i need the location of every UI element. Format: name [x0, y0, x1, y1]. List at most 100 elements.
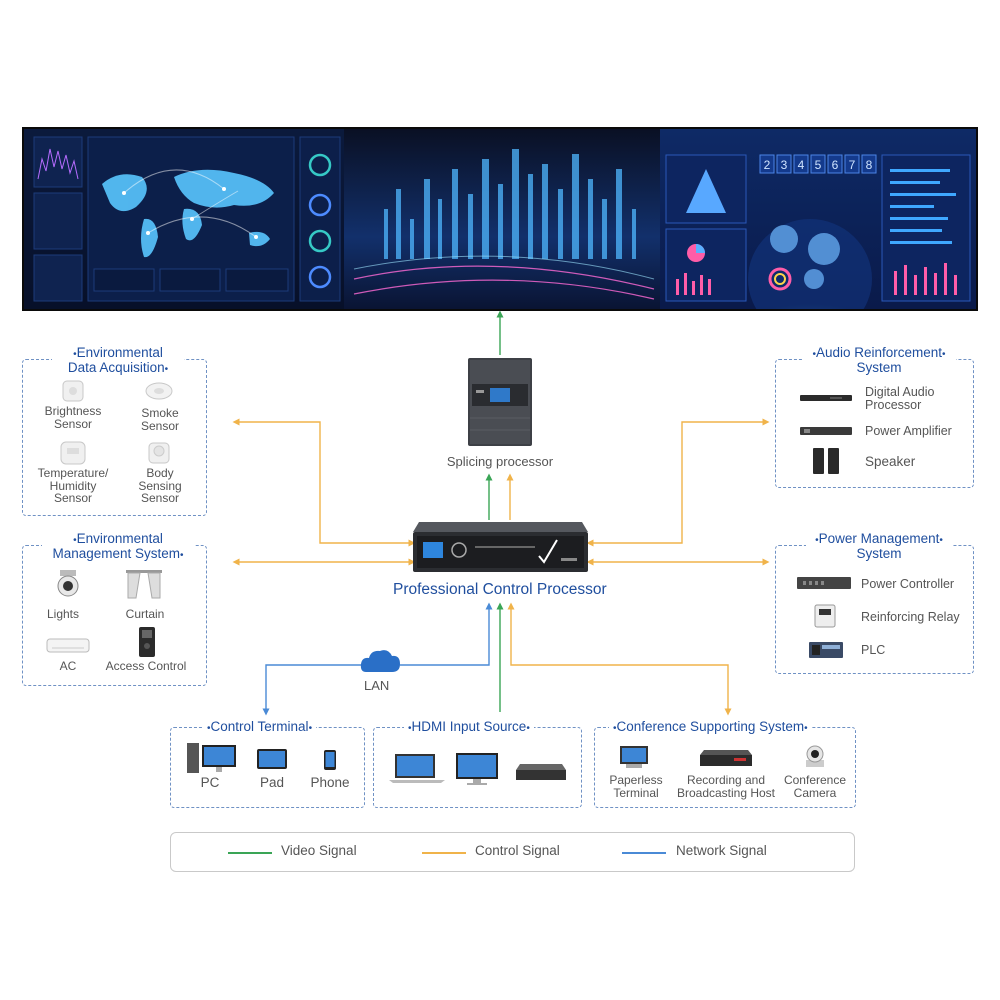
- power-title: •Power Management• System: [806, 532, 952, 560]
- ac-label: AC: [59, 659, 77, 673]
- title-dot-icon: •: [73, 535, 77, 546]
- power-controller-icon: [797, 576, 851, 590]
- lights-label: Lights: [46, 607, 80, 621]
- access-control-icon: [137, 626, 157, 658]
- pc-label: PC: [200, 775, 220, 790]
- speaker-label: Speaker: [865, 454, 916, 469]
- title-dot-icon: •: [526, 723, 530, 734]
- legend-network-line: [622, 852, 666, 854]
- conference-title: •Conference Supporting System•: [609, 720, 812, 735]
- laptop-icon: [389, 752, 445, 784]
- control-processor-icon: [413, 522, 588, 572]
- power-amplifier-label: Power Amplifier: [865, 424, 952, 438]
- env-data-title: •Environmental Data Acquisition•: [52, 346, 184, 376]
- light-sensor-icon: [60, 378, 86, 404]
- audio-title: •Audio Reinforcement• System: [802, 346, 956, 374]
- control-link-env-data: [232, 418, 416, 547]
- counter-digit: 4: [798, 158, 805, 172]
- speaker-icon: [812, 447, 840, 475]
- network-link-center: [400, 602, 493, 666]
- title-dot-icon: •: [812, 349, 816, 360]
- audio-title-line1: Audio Reinforcement: [815, 345, 943, 360]
- lan-label: LAN: [364, 678, 390, 693]
- title-dot-icon: •: [308, 723, 313, 734]
- legend-network-label: Network Signal: [676, 843, 767, 858]
- plc-icon: [808, 640, 844, 660]
- counter-digit: 8: [866, 158, 873, 172]
- env-mgmt-title-line1: Environmental: [76, 531, 163, 546]
- relay-icon: [814, 604, 836, 628]
- control-link-conference: [507, 602, 732, 716]
- video-wall-display: 2 3 4 5 6 7 8: [22, 127, 978, 311]
- legend-control-line: [422, 852, 466, 854]
- curtain-label: Curtain: [125, 607, 165, 621]
- recording-host-icon: [700, 748, 752, 768]
- title-dot-icon: •: [804, 723, 808, 734]
- title-dot-icon: •: [180, 550, 184, 561]
- title-dot-icon: •: [207, 723, 211, 734]
- counter-digit: 6: [832, 158, 839, 172]
- env-mgmt-title-line2: Management System: [52, 546, 181, 561]
- monitor-icon: [455, 752, 499, 786]
- legend-control-label: Control Signal: [475, 843, 560, 858]
- legend-video-line: [228, 852, 272, 854]
- relay-label: Reinforcing Relay: [861, 610, 960, 624]
- legend-video-label: Video Signal: [281, 843, 357, 858]
- power-amplifier-icon: [800, 424, 852, 436]
- title-dot-icon: •: [942, 349, 946, 360]
- legend: [170, 832, 855, 872]
- hdmi-title: •HDMI Input Source•: [404, 720, 534, 735]
- pc-icon: [186, 741, 238, 775]
- env-mgmt-title: •Environmental Management System•: [42, 532, 194, 562]
- counter-digit: 3: [781, 158, 788, 172]
- paperless-terminal-icon: [618, 744, 650, 770]
- lan-cloud-icon: [360, 650, 400, 672]
- splicing-processor-icon: [468, 358, 532, 446]
- control-terminal-title: •Control Terminal•: [203, 719, 317, 735]
- env-data-title-line1: Environmental: [76, 345, 163, 360]
- title-dot-icon: •: [408, 723, 412, 734]
- title-dot-icon: •: [939, 535, 943, 546]
- conference-title-text: Conference Supporting System: [616, 719, 805, 734]
- power-title-line2: System: [856, 546, 902, 561]
- humidity-sensor-icon: [58, 440, 88, 466]
- control-terminal-title-text: Control Terminal: [210, 719, 309, 734]
- access-control-label: Access Control: [105, 659, 187, 673]
- network-link-terminal: [262, 664, 362, 716]
- pad-label: Pad: [259, 775, 285, 790]
- phone-icon: [323, 749, 337, 771]
- tablet-icon: [256, 748, 288, 770]
- audio-processor-icon: [800, 391, 852, 403]
- spotlight-icon: [54, 568, 82, 600]
- control-link-audio: [586, 418, 770, 547]
- title-dot-icon: •: [815, 535, 819, 546]
- phone-label: Phone: [310, 775, 350, 790]
- control-processor-label: Professional Control Processor: [393, 581, 607, 598]
- splicing-processor-label: Splicing processor: [446, 454, 554, 469]
- title-dot-icon: •: [164, 364, 169, 375]
- hdmi-title-text: HDMI Input Source: [411, 719, 527, 734]
- media-box-icon: [516, 762, 566, 782]
- air-conditioner-icon: [46, 638, 90, 654]
- env-data-title-line2: Data Acquisition: [67, 360, 165, 375]
- motion-sensor-icon: [146, 440, 172, 466]
- power-title-line1: Power Management: [818, 531, 940, 546]
- title-dot-icon: •: [73, 349, 77, 360]
- counter-digit: 2: [764, 158, 771, 172]
- smoke-sensor-icon: [144, 380, 174, 402]
- curtain-icon: [126, 570, 162, 600]
- wall-counter: 2 3 4 5 6 7 8: [759, 154, 877, 174]
- plc-label: PLC: [861, 643, 886, 657]
- audio-title-line2: System: [856, 360, 902, 375]
- title-dot-icon: •: [613, 723, 617, 734]
- counter-digit: 7: [849, 158, 856, 172]
